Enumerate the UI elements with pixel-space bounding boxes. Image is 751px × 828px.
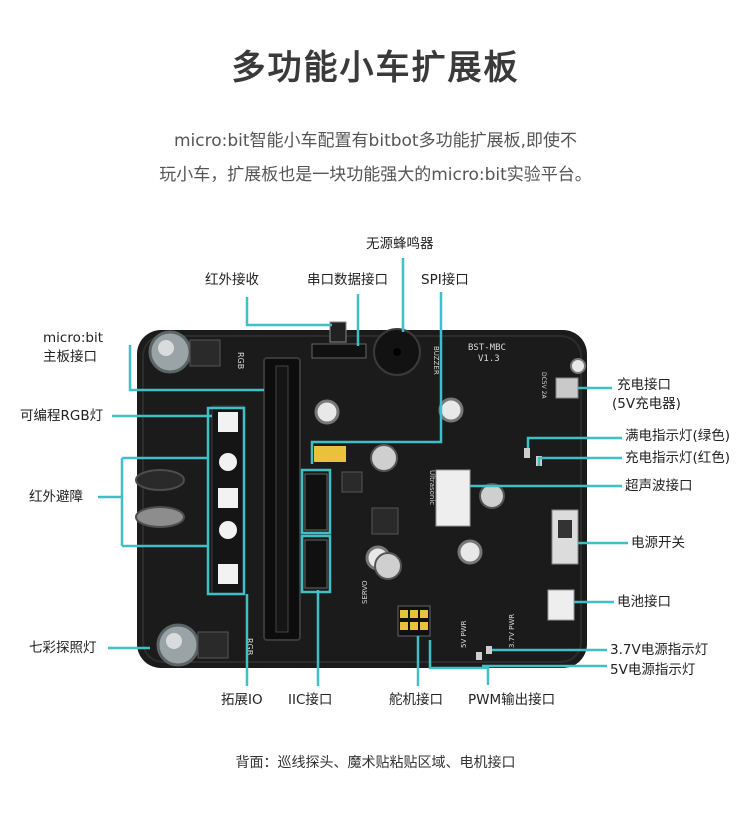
silk-buzzer: BUZZER — [432, 346, 440, 375]
rgb-led-window — [219, 521, 237, 539]
ir-avoid-sensor — [135, 469, 185, 491]
usb-charge-port — [555, 377, 579, 399]
leader-ir-receiver — [245, 297, 332, 327]
rgb-led — [218, 564, 238, 584]
leader-microbit-slot — [128, 345, 264, 392]
subtitle-line-1: micro:bit智能小车配置有bitbot多功能扩展板,即使不 — [174, 131, 577, 151]
label-serial-port: 串口数据接口 — [307, 272, 388, 288]
footer-note: 背面：巡线探头、魔术贴粘贴区域、电机接口 — [235, 755, 516, 771]
label-indicator-37v: 3.7V电源指示灯 — [610, 642, 709, 658]
label-microbit-slot-line2: 主板接口 — [43, 349, 97, 365]
rgb-led — [218, 488, 238, 508]
leader-charge-indicator — [537, 456, 622, 466]
label-charge-port-line2: (5V充电器) — [612, 396, 681, 412]
servo-pin — [420, 610, 428, 618]
leader-full-indicator — [526, 436, 622, 448]
label-full-indicator: 满电指示灯(绿色) — [625, 428, 731, 444]
silk-ultrasonic: Ultrasonic — [428, 470, 436, 505]
label-iic-port: IIC接口 — [288, 692, 333, 708]
headlight-led-top-shine — [158, 340, 174, 356]
servo-pin — [410, 610, 418, 618]
label-ir-avoid: 红外避障 — [29, 489, 83, 505]
label-indicator-5v: 5V电源指示灯 — [610, 662, 696, 678]
label-battery-port: 电池接口 — [617, 594, 671, 610]
full-led — [524, 448, 530, 458]
ic-chip — [341, 471, 363, 493]
ir-receiver — [329, 321, 347, 343]
board-edge — [142, 335, 582, 663]
label-microbit-slot-line1: micro:bit — [43, 330, 103, 346]
servo-pin — [400, 610, 408, 618]
subtitle-line-2: 玩小车，扩展板也是一块功能强大的micro:bit实验平台。 — [159, 165, 592, 185]
label-charge-port-line1: 充电接口 — [617, 377, 671, 393]
silk-37v-pwr: 3.7V PWR — [508, 614, 516, 648]
rgb-led-window — [219, 453, 237, 471]
capacitor — [374, 552, 402, 580]
expand-io-highlight-box — [300, 468, 332, 535]
ultrasonic-connector — [435, 469, 471, 527]
expansion-board — [137, 330, 587, 668]
power-inductor — [371, 507, 399, 535]
servo-pin — [400, 622, 408, 630]
label-charge-indicator: 充电指示灯(红色) — [625, 450, 731, 466]
leader-spi-port — [310, 292, 443, 464]
iic-header — [304, 539, 328, 589]
silk-servo: SERVO — [361, 580, 369, 604]
expand-io-header — [304, 473, 328, 531]
mounting-hole — [438, 397, 464, 423]
power-switch-knob — [558, 520, 572, 538]
silk-5v-pwr: 5V PWR — [460, 620, 468, 648]
serial-header — [311, 343, 367, 359]
silk-rgb-top: RGB — [236, 352, 245, 369]
label-expand-io: 拓展IO — [221, 692, 263, 708]
headlight-top-pins — [189, 339, 221, 367]
label-buzzer: 无源蜂鸣器 — [366, 236, 434, 252]
page-title: 多功能小车扩展板 — [231, 48, 520, 88]
headlight-bottom-pins — [197, 631, 229, 659]
jumper-block — [314, 446, 346, 462]
label-ultrasonic-port: 超声波接口 — [625, 478, 693, 494]
rgb-led — [218, 412, 238, 432]
buzzer-hole — [393, 348, 401, 356]
silk-charge: DC5V 2A — [540, 372, 547, 399]
rgb-highlight-box — [206, 406, 246, 596]
microbit-slot-groove — [275, 365, 289, 633]
mounting-hole — [570, 358, 586, 374]
servo-pin — [410, 622, 418, 630]
ir-avoid-sensor — [135, 506, 185, 528]
capacitor — [370, 444, 398, 472]
battery-connector — [547, 589, 575, 621]
label-power-switch: 电源开关 — [631, 535, 685, 551]
silk-model: BST-MBC — [468, 343, 506, 353]
label-pwm-port: PWM输出接口 — [468, 692, 556, 708]
indicator-led-37v — [486, 646, 492, 654]
leader-pwm-port — [428, 640, 490, 685]
headlight-led-bottom-shine — [166, 633, 182, 649]
label-spi-port: SPI接口 — [421, 272, 469, 288]
silk-rgb-bottom: RGB — [245, 638, 254, 655]
label-ir-receiver: 红外接收 — [205, 272, 259, 288]
mounting-hole — [314, 399, 340, 425]
mounting-hole — [457, 539, 483, 565]
silk-version: V1.3 — [478, 354, 500, 364]
indicator-led-5v — [476, 652, 482, 660]
label-headlight: 七彩探照灯 — [29, 640, 97, 656]
iic-highlight-box — [300, 534, 332, 594]
label-rgb-led: 可编程RGB灯 — [20, 408, 104, 424]
capacitor — [479, 483, 505, 509]
label-servo-port: 舵机接口 — [389, 692, 443, 708]
servo-pin — [420, 622, 428, 630]
